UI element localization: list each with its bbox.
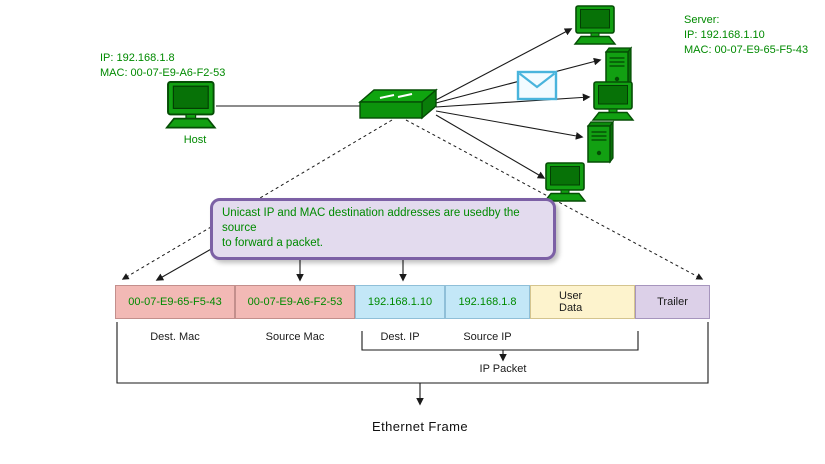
switch-arrow-mark-2 xyxy=(397,93,413,98)
device-pc-middle-icon xyxy=(592,81,634,121)
switch-device-arrow-4 xyxy=(435,110,584,140)
switch-device-arrow-5 xyxy=(435,114,546,179)
host-name-label: Host xyxy=(183,134,207,146)
ip-packet-bracket xyxy=(361,331,639,362)
frame-field-source-mac: 00-07-E9-A6-F2-53 xyxy=(235,285,355,319)
device-pc-bottom-icon xyxy=(544,162,586,202)
callout-arrow-dest-mac xyxy=(155,247,214,281)
switch-icon xyxy=(358,88,438,120)
host-computer-icon xyxy=(165,81,216,129)
switch-device-arrow-3 xyxy=(435,93,591,108)
frame-field-dest-ip: 192.168.1.10 xyxy=(355,285,445,319)
switch-device-arrow-1 xyxy=(435,28,573,101)
device-pc-top-icon xyxy=(574,5,616,45)
frame-field-dest-mac: 00-07-E9-65-F5-43 xyxy=(115,285,235,319)
frame-caption-dest-ip: Dest. IP xyxy=(380,331,420,343)
frame-caption-dest-mac: Dest. Mac xyxy=(150,331,200,343)
server-address-labels: Server: IP: 192.168.1.10 MAC: 00-07-E9-6… xyxy=(684,13,808,58)
frame-field-trailer: Trailer xyxy=(635,285,710,319)
frame-caption-source-mac: Source Mac xyxy=(265,331,325,343)
device-server-tower-2-icon xyxy=(587,121,614,163)
host-mac-label: MAC: 00-07-E9-A6-F2-53 xyxy=(100,67,226,79)
envelope-icon xyxy=(516,70,558,101)
ethernet-frame-bracket xyxy=(116,322,709,406)
frame-field-user-data: User Data xyxy=(530,285,635,319)
unicast-callout-note: Unicast IP and MAC destination addresses… xyxy=(210,198,556,260)
ethernet-frame-bracket-line xyxy=(116,322,709,384)
frame-field-source-ip: 192.168.1.8 xyxy=(445,285,530,319)
ethernet-frame-label: Ethernet Frame xyxy=(372,419,468,434)
host-address-labels: IP: 192.168.1.8 MAC: 00-07-E9-A6-F2-53 xyxy=(100,51,225,81)
frame-caption-source-ip: Source IP xyxy=(463,331,512,343)
ip-packet-bracket-line xyxy=(361,331,639,351)
switch-arrow-mark-1 xyxy=(379,94,395,99)
server-title-label: Server: xyxy=(684,14,720,26)
host-ip-label: IP: 192.168.1.8 xyxy=(100,52,175,64)
ip-packet-label: IP Packet xyxy=(479,363,527,375)
server-mac-label: MAC: 00-07-E9-65-F5-43 xyxy=(684,44,809,56)
server-ip-label: IP: 192.168.1.10 xyxy=(684,29,765,41)
